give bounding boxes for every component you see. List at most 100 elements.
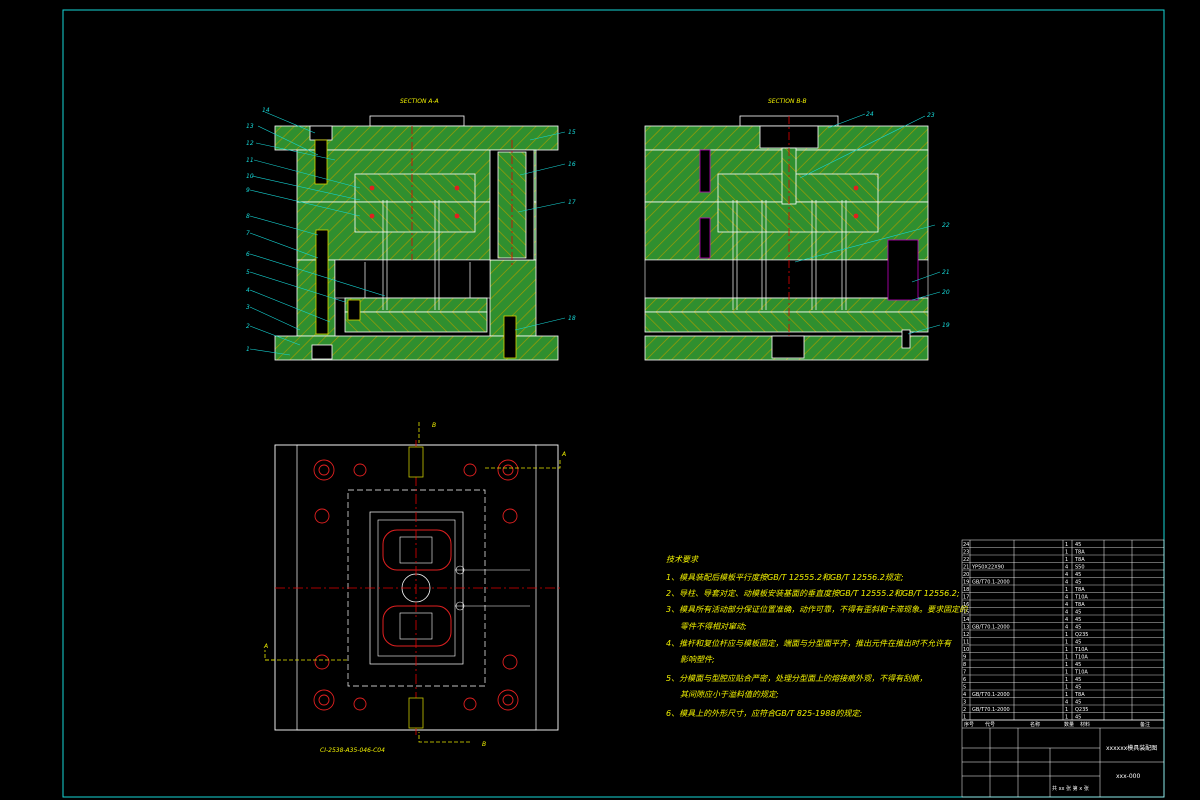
parts-row-standard: GB/T70.1-2000 <box>972 707 1010 713</box>
tech-req-item-3: 3、模具所有活动部分保证位置准确，动作可靠，不得有歪斜和卡滞现象。要求固定的 <box>666 605 968 614</box>
callout-4: 4 <box>246 287 250 294</box>
parts-row-material: T10A <box>1074 669 1088 675</box>
parts-row-seq: 10 <box>963 647 969 653</box>
callout-9: 9 <box>246 187 250 194</box>
callout-2: 2 <box>246 323 250 330</box>
plan-drawing-code: CI-2538-A35-046-C04 <box>320 747 385 754</box>
parts-row-material: T10A <box>1074 594 1088 600</box>
header-name: 名称 <box>1030 721 1040 728</box>
parts-row-qty: 1 <box>1065 587 1068 593</box>
tech-req-item-5: 5、分模面与型腔应贴合严密，处理分型面上的熔接痕外观，不得有刮痕， <box>666 674 927 683</box>
parts-row-qty: 4 <box>1065 602 1068 608</box>
parts-row-seq: 14 <box>963 617 969 623</box>
parts-row-material: 45 <box>1075 662 1081 668</box>
parts-row-qty: 1 <box>1065 669 1068 675</box>
parts-row-material: T8A <box>1074 587 1085 593</box>
parts-row-material: 45 <box>1075 699 1081 705</box>
section-b-b-view: SECTION B-B <box>644 98 929 361</box>
parts-row-seq: 24 <box>963 542 969 548</box>
parts-row-seq: 22 <box>963 557 969 563</box>
parts-row-seq: 4 <box>963 692 966 698</box>
parts-row-seq: 1 <box>963 714 966 720</box>
cut-label-a-right: A <box>561 451 566 458</box>
section-a-a-title: SECTION A-A <box>400 98 439 105</box>
technical-requirements: 技术要求 1、模具装配后模板平行度按GB/T 12555.2和GB/T 1255… <box>666 555 968 718</box>
parts-row-seq: 19 <box>963 579 969 585</box>
callout-20: 20 <box>942 289 950 296</box>
parts-row-seq: 8 <box>963 662 966 668</box>
left-callout-leaders <box>249 111 566 356</box>
header-remark: 备注 <box>1140 721 1150 728</box>
title-block-text: 序号 代号 名称 数量 材料 备注 xxxxxx模具装配图 xxx-000 共 … <box>964 721 1157 792</box>
parts-row-seq: 11 <box>963 639 969 645</box>
parts-row-qty: 4 <box>1065 564 1068 570</box>
parts-row-material: T8A <box>1074 692 1085 698</box>
drawing-name: xxxxxx模具装配图 <box>1106 744 1157 752</box>
parts-row-material: 45 <box>1075 542 1081 548</box>
parts-row-material: 45 <box>1075 714 1081 720</box>
parts-row-seq: 3 <box>963 699 966 705</box>
parts-row-seq: 21 <box>963 564 969 570</box>
tech-req-title: 技术要求 <box>666 555 699 564</box>
right-callout-leaders <box>794 113 941 335</box>
tech-req-item-4b: 影响塑件; <box>680 655 715 664</box>
parts-row-material: Q235 <box>1075 632 1088 638</box>
parts-row-qty: 1 <box>1065 684 1068 690</box>
tech-req-item-1: 1、模具装配后模板平行度按GB/T 12555.2和GB/T 12556.2规定… <box>666 573 904 582</box>
drawing-border <box>62 9 1165 798</box>
parts-row-material: 45 <box>1075 579 1081 585</box>
parts-row-seq: 9 <box>963 654 966 660</box>
parts-row-material: 45 <box>1075 684 1081 690</box>
parts-row-seq: 13 <box>963 624 969 630</box>
callout-12: 12 <box>246 140 254 147</box>
callout-6: 6 <box>246 251 250 258</box>
parts-row-material: 45 <box>1075 617 1081 623</box>
parts-row-qty: 1 <box>1065 692 1068 698</box>
parts-row-seq: 17 <box>963 594 969 600</box>
parts-row-standard: GB/T70.1-2000 <box>972 692 1010 698</box>
section-b-b-title: SECTION B-B <box>768 98 807 105</box>
parts-row-seq: 6 <box>963 677 966 683</box>
parts-row-qty: 1 <box>1065 707 1068 713</box>
parts-row-material: 45 <box>1075 677 1081 683</box>
parts-row-material: 45 <box>1075 639 1081 645</box>
parts-row-seq: 12 <box>963 632 969 638</box>
parts-row-qty: 1 <box>1065 654 1068 660</box>
plan-view <box>264 422 561 743</box>
cut-label-b-top: B <box>432 422 436 429</box>
parts-row-material: T8A <box>1074 549 1085 555</box>
tech-req-item-5b: 其间隙应小于溢料值的规定; <box>680 690 779 699</box>
parts-row-qty: 4 <box>1065 594 1068 600</box>
parts-row-qty: 4 <box>1065 609 1068 615</box>
callout-8: 8 <box>246 213 250 220</box>
callout-23: 23 <box>927 112 935 119</box>
right-callout-labels: 24 23 22 21 20 19 <box>866 111 950 329</box>
header-qty: 数量 <box>1064 721 1074 728</box>
tech-req-item-2: 2、导柱、导套对定、动模板安装基面的垂直度按GB/T 12555.2和GB/T … <box>666 589 960 598</box>
parts-row-seq: 2 <box>963 707 966 713</box>
header-seq: 序号 <box>964 721 974 728</box>
section-a-a-view: SECTION A-A <box>274 98 559 361</box>
parts-row-qty: 1 <box>1065 557 1068 563</box>
parts-row-qty: 4 <box>1065 699 1068 705</box>
parts-row-qty: 1 <box>1065 714 1068 720</box>
callout-18: 18 <box>568 315 576 322</box>
callout-14: 14 <box>262 107 270 114</box>
parts-row-standard: GB/T70.1-2000 <box>972 624 1010 630</box>
parts-row-material: T8A <box>1074 602 1085 608</box>
callout-19: 19 <box>942 322 950 329</box>
callout-16: 16 <box>568 161 576 168</box>
callout-5: 5 <box>246 269 250 276</box>
callout-3: 3 <box>246 304 250 311</box>
callout-22: 22 <box>942 222 950 229</box>
callout-13: 13 <box>246 123 254 130</box>
parts-row-qty: 1 <box>1065 662 1068 668</box>
parts-row-seq: 15 <box>963 609 969 615</box>
parts-row-qty: 1 <box>1065 677 1068 683</box>
plan-cut-labels: B B A A CI-2538-A35-046-C04 <box>263 422 566 754</box>
parts-row-standard: YP50X22X90 <box>971 564 1004 570</box>
parts-row-qty: 1 <box>1065 549 1068 555</box>
parts-row-qty: 1 <box>1065 639 1068 645</box>
